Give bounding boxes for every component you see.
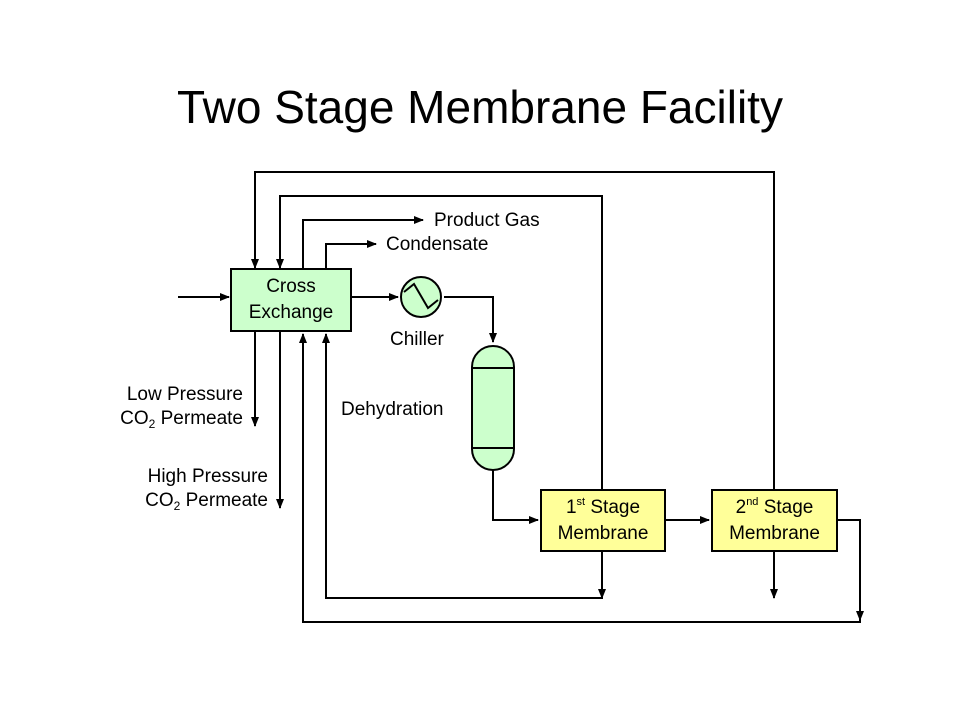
stage2-label-2: Membrane (729, 522, 820, 544)
to-dehydration-line (444, 296, 497, 343)
to-stage1-line (492, 470, 539, 524)
return-line-outer (299, 333, 861, 623)
cross-exchange-label-2: Exchange (248, 302, 334, 323)
vessel-icon (471, 345, 515, 471)
cross-exchange-box: Cross Exchange (230, 268, 352, 332)
heat-exchanger-icon (400, 276, 442, 318)
recycle-line-inner (276, 195, 603, 490)
stage1-label-2: Membrane (557, 522, 649, 544)
stage1-label-1: 1st Stage (565, 495, 641, 518)
cross-exchange-label-1: Cross (266, 276, 316, 297)
high-pressure-permeate-label: High Pressure CO2 Permeate (145, 466, 268, 513)
low-pressure-permeate-label: Low Pressure CO2 Permeate (120, 384, 243, 431)
product-gas-line (302, 216, 424, 268)
condensate-label: Condensate (386, 234, 489, 255)
condensate-line (325, 240, 377, 268)
page-title: Two Stage Membrane Facility (177, 81, 783, 133)
return-line-inner (322, 333, 603, 599)
recycle-line-outer (251, 171, 775, 584)
stage2-label-1: 2nd Stage (735, 495, 814, 518)
product-gas-label: Product Gas (434, 210, 540, 231)
chiller-label: Chiller (390, 329, 444, 350)
stage2-membrane-box: 2nd Stage Membrane (711, 489, 838, 552)
dehydration-label: Dehydration (341, 399, 444, 420)
stage1-membrane-box: 1st Stage Membrane (540, 489, 666, 552)
